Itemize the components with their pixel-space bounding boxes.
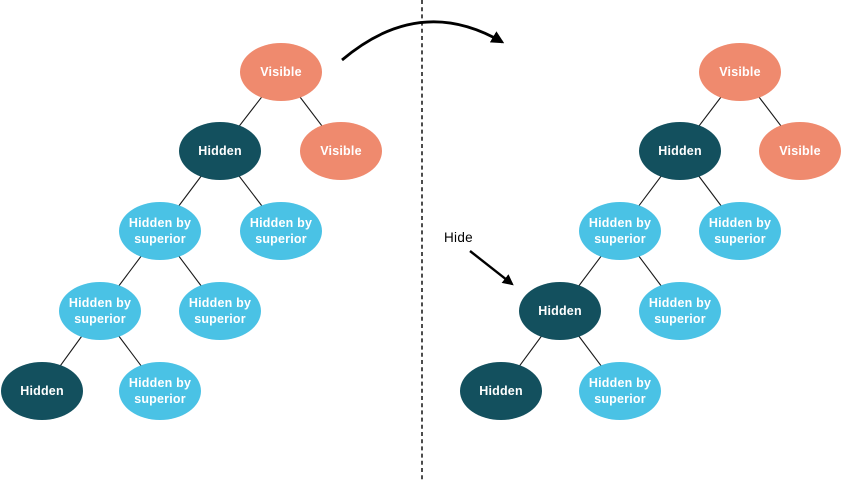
after-node-4: Hidden by superior (699, 202, 781, 260)
before-node-1: Hidden (179, 122, 261, 180)
after-node-2: Visible (759, 122, 841, 180)
before-node-3: Hidden by superior (119, 202, 201, 260)
hide-arrow-icon (469, 250, 514, 286)
after-node-0: Visible (699, 43, 781, 101)
hide-annotation-label: Hide (444, 230, 473, 245)
before-node-2: Visible (300, 122, 382, 180)
before-node-6: Hidden by superior (179, 282, 261, 340)
before-node-0: Visible (240, 43, 322, 101)
after-node-5: Hidden (519, 282, 601, 340)
before-node-7: Hidden (1, 362, 83, 420)
after-node-3: Hidden by superior (579, 202, 661, 260)
before-node-8: Hidden by superior (119, 362, 201, 420)
after-node-7: Hidden (460, 362, 542, 420)
transition-curved-arrow-icon (341, 20, 505, 62)
after-node-8: Hidden by superior (579, 362, 661, 420)
before-node-5: Hidden by superior (59, 282, 141, 340)
after-node-6: Hidden by superior (639, 282, 721, 340)
after-node-1: Hidden (639, 122, 721, 180)
before-node-4: Hidden by superior (240, 202, 322, 260)
